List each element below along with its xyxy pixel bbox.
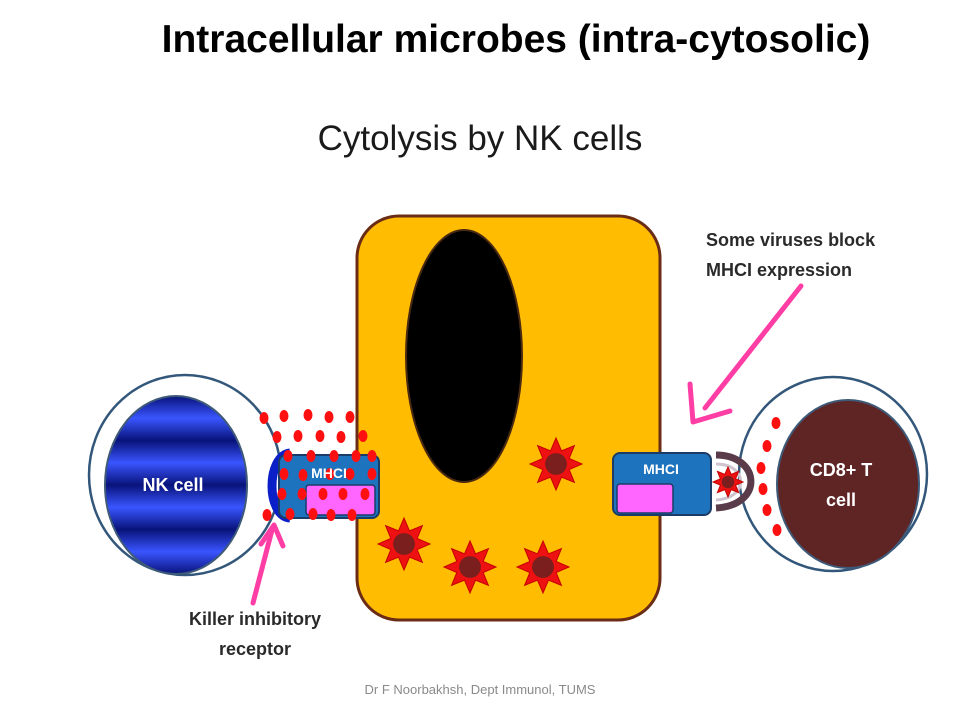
kir-label-line1: Killer inhibitory: [188, 609, 321, 629]
granule-28: [308, 508, 318, 520]
arrow-kir-head: [258, 522, 286, 549]
granule-7: [293, 430, 303, 442]
virus-block-label: Some viruses block MHCI expression: [706, 225, 875, 285]
granule-10: [358, 430, 368, 442]
granule-9: [336, 431, 346, 443]
granule-22: [297, 488, 307, 500]
granule-15: [367, 450, 377, 462]
mhc-left-label: MHCI: [311, 465, 347, 481]
granule-33: [756, 462, 766, 474]
granule-13: [329, 450, 339, 462]
page-subtitle: Cytolysis by NK cells: [317, 119, 643, 158]
cd8-cell-body: [776, 399, 920, 569]
granule-3: [303, 409, 313, 421]
virus-tcr: [711, 465, 745, 499]
virus-2: [376, 516, 432, 572]
granule-18: [325, 468, 335, 480]
granule-32: [762, 440, 772, 452]
nk-cell-label: NK cell: [142, 475, 203, 495]
virus-3: [442, 539, 498, 595]
virus-4: [515, 539, 571, 595]
granule-11: [283, 450, 293, 462]
mhc-right-label: MHCI: [643, 461, 679, 477]
granule-21: [277, 488, 287, 500]
granule-24: [338, 488, 348, 500]
granule-30: [347, 509, 357, 521]
granule-14: [351, 450, 361, 462]
virus-at-receptor: [711, 465, 745, 499]
virus-group: [376, 436, 584, 595]
granule-35: [762, 504, 772, 516]
cd8-cell-label-line1: CD8+ T: [810, 460, 873, 480]
granule-6: [272, 431, 282, 443]
granule-8: [315, 430, 325, 442]
granule-34: [758, 483, 768, 495]
granule-26: [262, 509, 272, 521]
mhc-right-peptide: [616, 483, 674, 514]
kir-label-line2: receptor: [218, 639, 292, 659]
footer-credit: Dr F Noorbakhsh, Dept Immunol, TUMS: [364, 682, 596, 697]
t-cell-receptor: [715, 451, 755, 512]
virus-block-label-line1: Some viruses block: [706, 230, 876, 250]
arrow-virus-block-shaft: [702, 283, 804, 411]
cd8-cell-label-line2: cell: [826, 490, 856, 510]
nk-cell-body: [104, 395, 248, 575]
granule-23: [318, 488, 328, 500]
granule-group: [259, 409, 782, 536]
virus-1: [528, 436, 584, 492]
granule-1: [259, 412, 269, 424]
page-title: Intracellular microbes (intra-cytosolic): [161, 18, 871, 61]
granule-19: [345, 468, 355, 480]
virus-block-label-line2: MHCI expression: [706, 260, 853, 280]
kir-label: Killer inhibitory receptor: [160, 604, 350, 664]
granule-31: [771, 417, 781, 429]
granule-20: [367, 468, 377, 480]
arrow-virus-block-head: [687, 381, 733, 425]
granule-17: [298, 469, 308, 481]
granule-36: [772, 524, 782, 536]
granule-25: [360, 488, 370, 500]
granule-27: [285, 508, 295, 520]
granule-2: [279, 410, 289, 422]
granule-5: [345, 411, 355, 423]
granule-4: [324, 411, 334, 423]
granule-16: [279, 468, 289, 480]
granule-29: [326, 509, 336, 521]
nucleus: [405, 229, 523, 483]
arrow-kir-shaft: [250, 527, 275, 606]
granule-12: [306, 450, 316, 462]
